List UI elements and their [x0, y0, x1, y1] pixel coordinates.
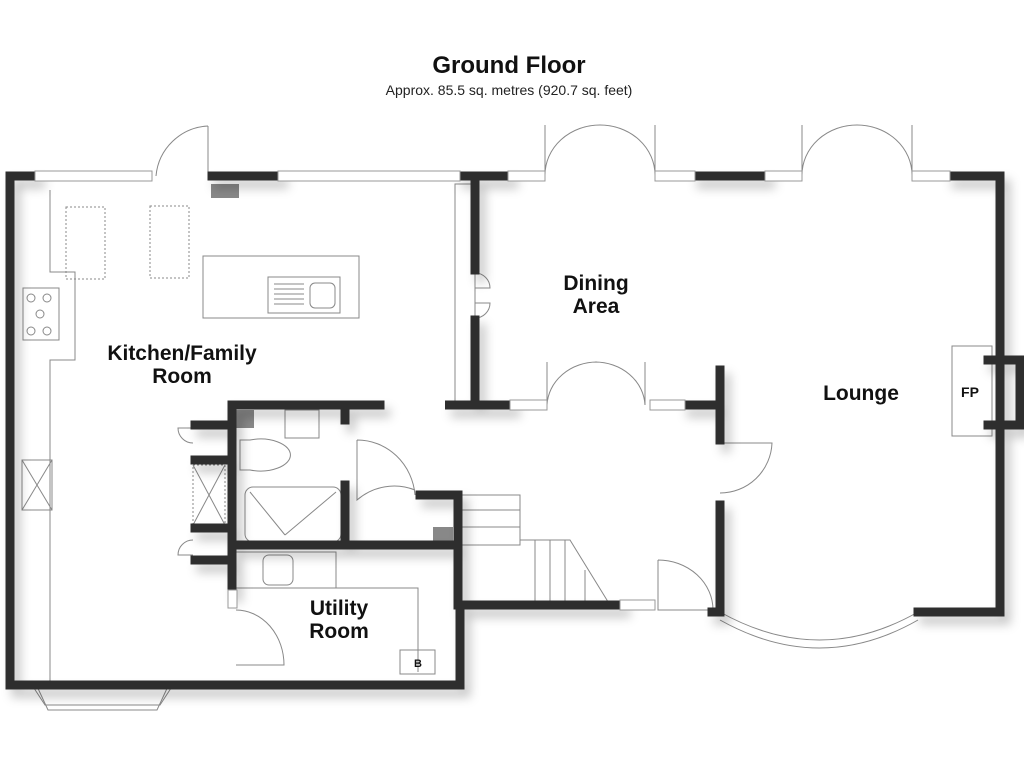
toilet-icon	[239, 438, 291, 472]
fireplace-label: FP	[961, 384, 979, 400]
plan-area: Approx. 85.5 sq. metres (920.7 sq. feet)	[385, 82, 633, 98]
windows	[34, 170, 951, 611]
staircase	[459, 494, 611, 606]
shower-tray	[244, 486, 342, 543]
fixtures	[21, 124, 993, 711]
fireplace-hearth	[951, 345, 993, 437]
sink-icon	[267, 276, 341, 314]
walls	[5, 171, 1024, 690]
kitchen-island	[202, 255, 360, 319]
hob-icon	[22, 287, 60, 341]
basin-icon	[284, 409, 320, 439]
room-label-lounge: Lounge	[823, 382, 899, 405]
plan-title: Ground Floor	[432, 52, 586, 79]
boiler-label: B	[414, 658, 422, 670]
